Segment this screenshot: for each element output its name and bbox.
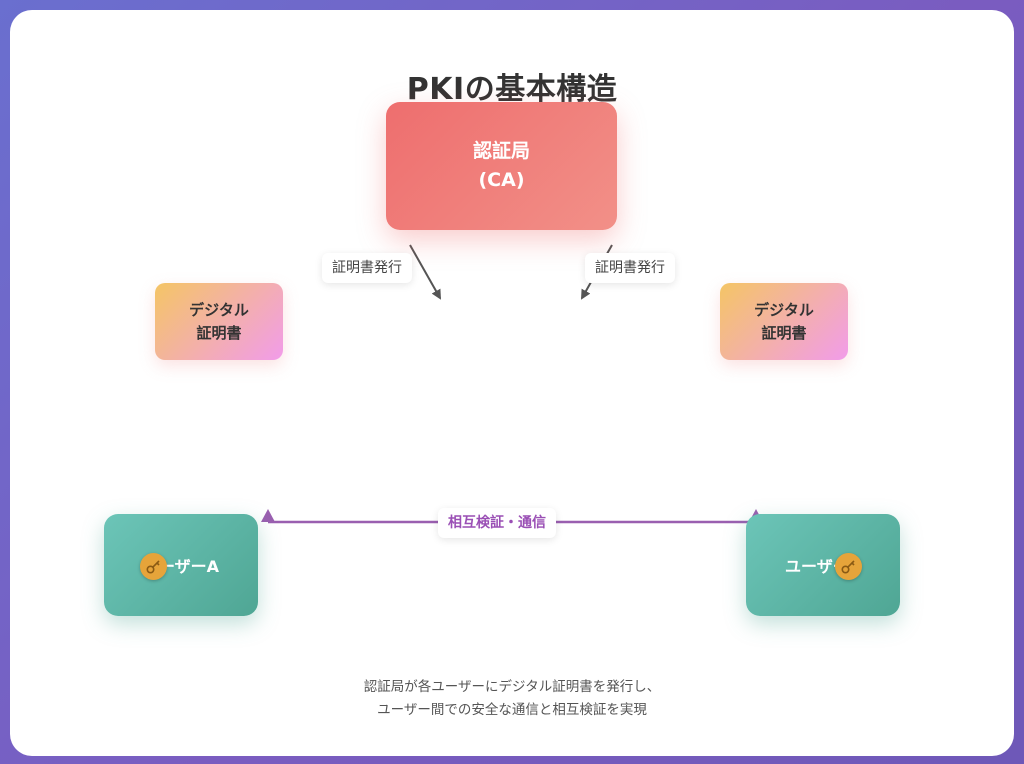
cert-right-line1: デジタル [754, 300, 814, 319]
cert-node-left[interactable]: デジタル 証明書 [155, 283, 283, 360]
key-icon [140, 553, 167, 580]
diagram-caption: 認証局が各ユーザーにデジタル証明書を発行し、 ユーザー間での安全な通信と相互検証… [0, 676, 1024, 722]
diagram-title: PKIの基本構造 [406, 72, 618, 107]
cert-node-right[interactable]: デジタル 証明書 [720, 283, 848, 360]
ca-node-line1: 認証局 [472, 140, 530, 162]
cert-left-line1: デジタル [189, 300, 249, 319]
issue-arrow-left [409, 244, 441, 300]
issue-label-left: 証明書発行 [322, 253, 412, 283]
user-a-node[interactable]: ユーザーA [104, 514, 258, 616]
cert-right-line2: 証明書 [761, 323, 807, 342]
mutual-arrowhead-left [261, 509, 275, 522]
ca-node[interactable]: 認証局 (CA) [386, 102, 617, 230]
user-b-node[interactable]: ユーザーB [746, 514, 900, 616]
ca-node-line2: (CA) [478, 169, 525, 191]
mutual-label: 相互検証・通信 [438, 508, 556, 538]
issue-label-right: 証明書発行 [585, 253, 675, 283]
caption-line2: ユーザー間での安全な通信と相互検証を実現 [377, 702, 647, 718]
key-icon [835, 553, 862, 580]
cert-left-line2: 証明書 [196, 323, 242, 342]
caption-line1: 認証局が各ユーザーにデジタル証明書を発行し、 [363, 679, 661, 695]
